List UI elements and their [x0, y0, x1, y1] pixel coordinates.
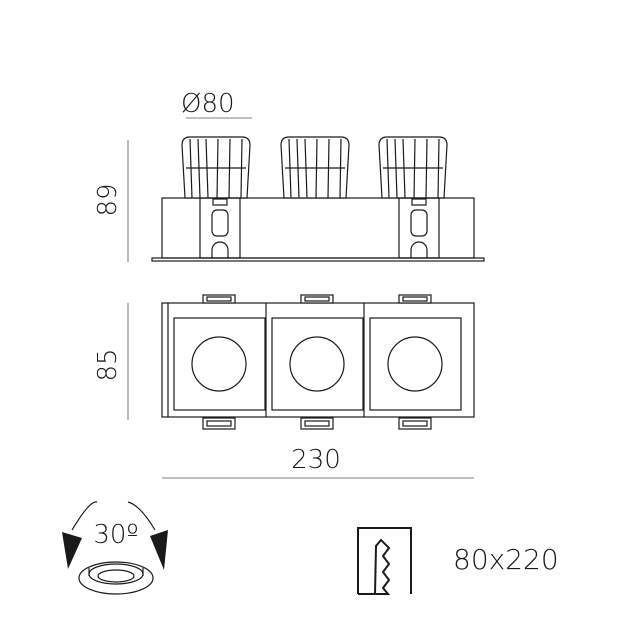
- lamp-module-3: [363, 294, 462, 430]
- width-label: 230: [291, 445, 341, 475]
- spring-clip-right: [398, 197, 440, 259]
- spring-clip-left: [199, 197, 241, 259]
- heatsink-2: [280, 136, 350, 199]
- heatsink-1: [181, 136, 251, 199]
- tilt-angle-label: 30º: [93, 520, 138, 550]
- top-view: [161, 294, 475, 430]
- width-dimension: 230: [162, 445, 474, 479]
- tilt-angle-icon: 30º: [62, 501, 168, 595]
- ceiling-cutout-icon: 80x220: [357, 527, 559, 595]
- depth-label: 85: [93, 348, 123, 381]
- lamp-module-2: [265, 294, 364, 430]
- side-view: [151, 136, 485, 262]
- lamp-module-1: [167, 294, 266, 430]
- depth-dimension: 85: [93, 303, 129, 420]
- diameter-dimension: Ø80: [181, 89, 252, 119]
- height-label: 89: [93, 183, 123, 216]
- diameter-label: Ø80: [181, 89, 235, 119]
- cutout-size-label: 80x220: [453, 543, 559, 576]
- heatsink-3: [378, 136, 448, 199]
- height-dimension: 89: [93, 140, 129, 262]
